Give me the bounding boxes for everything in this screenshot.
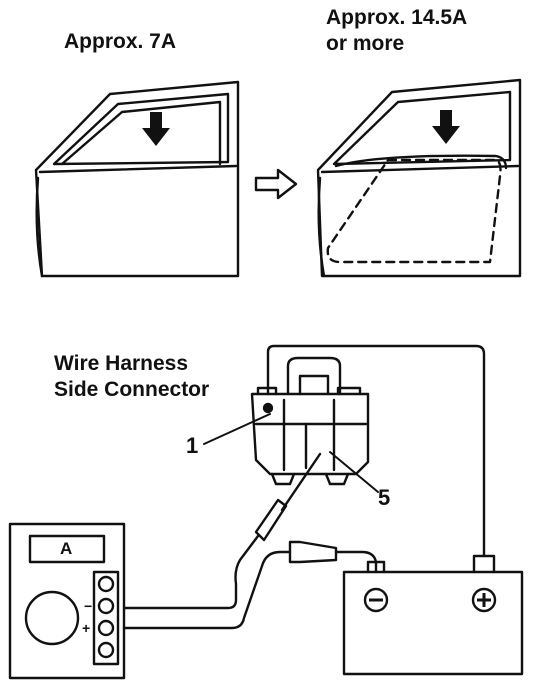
wire-harness-connector [250,356,370,486]
meter-plus-label: + [82,620,91,636]
glass-dashed-outline [326,158,502,264]
connector-label-line2: Side Connector [54,378,210,401]
terminal-5-label: 5 [378,485,391,510]
wire-positive [266,344,486,558]
left-current-label: Approx. 7A [64,30,177,53]
left-door [34,80,240,278]
meter-display-text: A [60,539,73,558]
ammeter [8,522,126,680]
hollow-right-arrow-icon [254,168,298,200]
jumper-lead [122,540,378,630]
terminal-1-label: 1 [186,433,199,458]
right-door [316,78,522,278]
minus-circle-icon [363,587,389,613]
right-current-label-line1: Approx. 14.5A [326,6,468,29]
battery [342,554,524,676]
meter-minus-label: − [84,598,93,614]
terminal-leader-lines [203,413,379,493]
right-current-label-line2: or more [326,32,405,55]
down-arrow-icon [142,112,170,146]
probe-lead [122,452,322,610]
plus-circle-icon [471,587,497,613]
down-arrow-icon-2 [432,110,460,144]
connector-label-line1: Wire Harness [54,352,189,375]
